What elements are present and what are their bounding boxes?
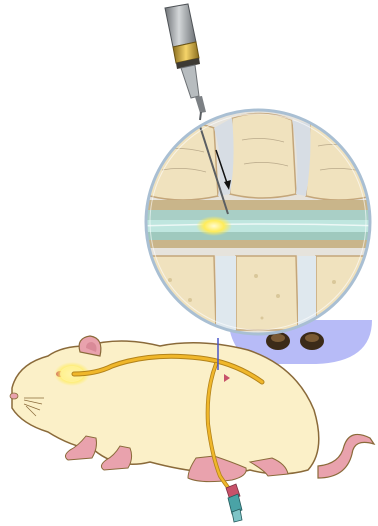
syringe: [165, 4, 206, 113]
injection-port: [226, 484, 242, 522]
rat-body: [12, 341, 319, 474]
rat-nose: [10, 393, 18, 399]
spinal-cord: [140, 200, 378, 248]
spinal-column-inset: [140, 110, 378, 348]
upper-vertebrae: [140, 110, 378, 202]
rat-tail: [318, 434, 374, 478]
needle: [200, 112, 201, 120]
injection-site-glow: [196, 216, 232, 236]
